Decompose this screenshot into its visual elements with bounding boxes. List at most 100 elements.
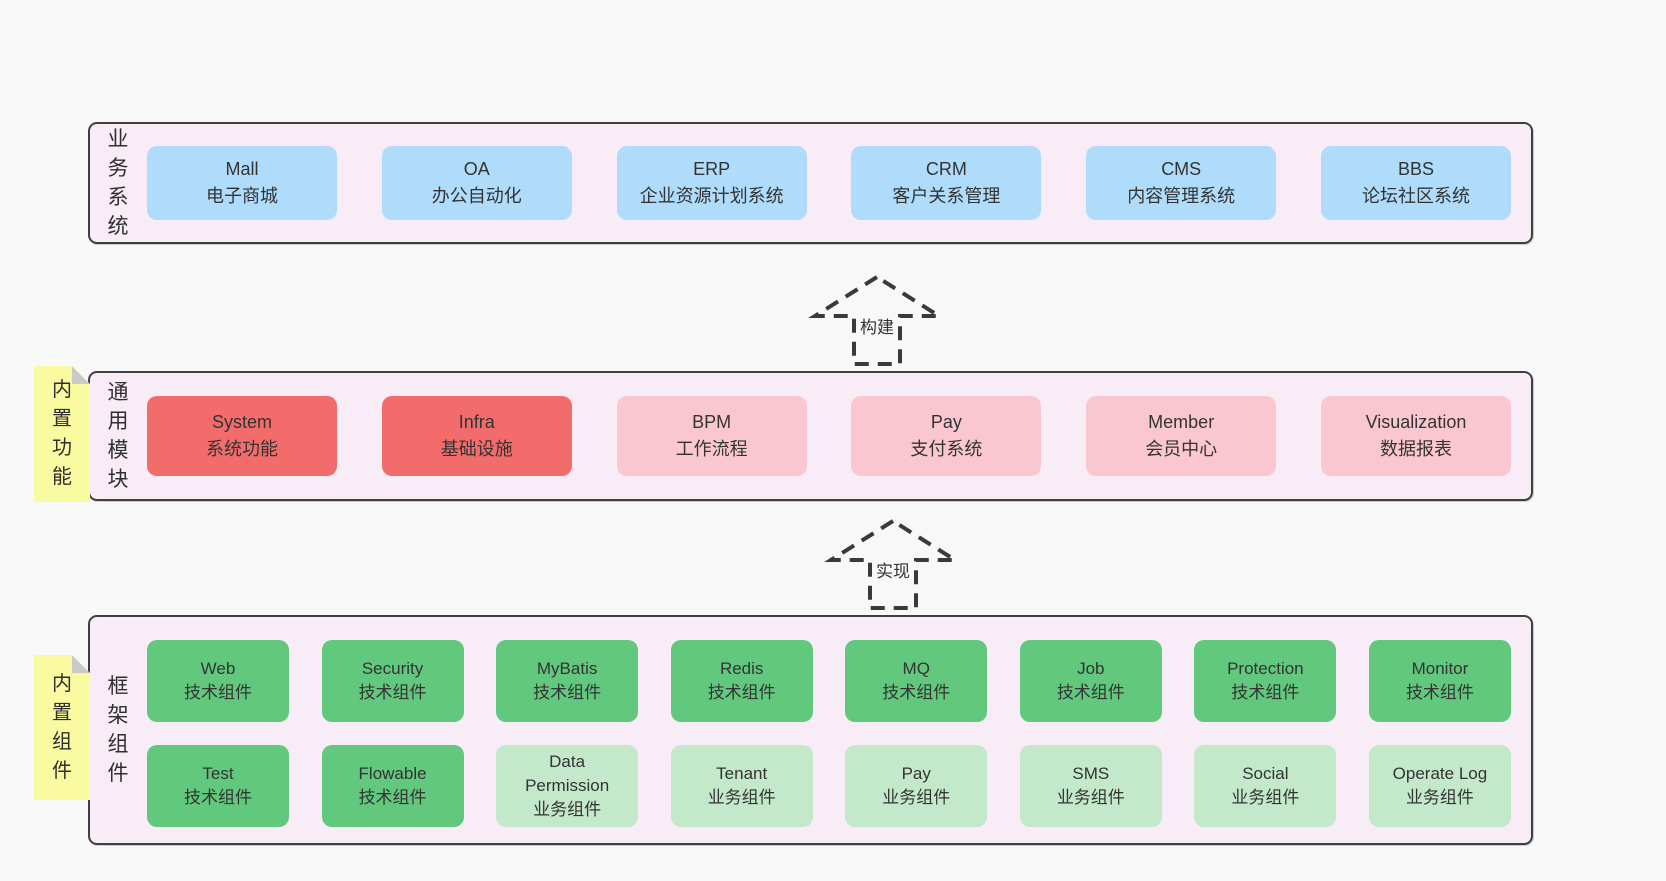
box-title: MyBatis [536,659,598,678]
system-box-mall: Mall 电子商城 [147,146,337,220]
component-box-mq: MQ 技术组件 [845,640,988,722]
module-box-member: Member 会员中心 [1086,396,1277,476]
section-vertical-label: 业务系统 [107,128,129,238]
box-title: Redis [719,659,764,678]
component-box-operate-log: Operate Log 业务组件 [1368,745,1511,827]
component-box-redis: Redis 技术组件 [670,640,813,722]
box-title: SMS [1072,764,1110,783]
module-box-bpm: BPM 工作流程 [616,396,807,476]
box-title: Operate Log [1392,764,1488,783]
box-title: Pay [901,764,931,783]
box-subtitle: 客户关系管理 [892,186,1001,206]
box-subtitle: 业务组件 [1405,788,1474,807]
component-box-pay: Pay 业务组件 [845,745,988,827]
component-box-tenant: Tenant 业务组件 [670,745,813,827]
box-subtitle: 技术组件 [184,788,252,807]
modules-box-row: System 系统功能 Infra 基础设施 BPM 工作流程 Pay 支付系统… [147,373,1511,499]
box-title: Infra [458,412,495,432]
component-box-mybatis: MyBatis 技术组件 [496,640,639,722]
box-title: Pay [930,412,962,432]
box-title: Job [1077,659,1105,678]
up-arrow-icon [824,518,962,610]
components-row-1: Web 技术组件 Security 技术组件 MyBatis 技术组件 Redi… [147,640,1511,722]
module-box-visualization: Visualization 数据报表 [1320,396,1511,476]
box-title: BBS [1397,159,1434,179]
box-subtitle: 内容管理系统 [1127,186,1236,206]
box-subtitle: 技术组件 [707,683,776,702]
component-box-test: Test 技术组件 [147,745,289,827]
box-title: OA [463,159,490,179]
business-box-row: Mall 电子商城 OA 办公自动化 ERP 企业资源计划系统 CRM 客户关系… [147,124,1511,242]
system-box-crm: CRM 客户关系管理 [851,146,1042,220]
box-subtitle: 技术组件 [533,683,602,702]
system-box-cms: CMS 内容管理系统 [1086,146,1277,220]
note-text: 内置组件 [52,672,72,782]
box-subtitle: 电子商城 [206,186,278,206]
sticky-note-built-in-components: 内置组件 [34,655,90,800]
component-box-web: Web 技术组件 [147,640,289,722]
box-subtitle: 技术组件 [882,683,951,702]
module-box-infra: Infra 基础设施 [381,396,572,476]
section-framework-components: 框架组件 Web 技术组件 Security 技术组件 MyBatis 技术组件… [88,615,1533,845]
box-title: Visualization [1365,412,1467,432]
box-title: Protection [1227,659,1304,678]
box-subtitle: 系统功能 [206,439,278,459]
system-box-bbs: BBS 论坛社区系统 [1320,146,1511,220]
box-title: System [211,412,272,432]
box-subtitle: 工作流程 [675,439,748,459]
box-subtitle: 业务组件 [533,800,602,819]
arrow-implement: 实现 [823,517,963,613]
box-title: Web [200,659,236,678]
box-subtitle: 技术组件 [1405,683,1474,702]
section-vertical-label: 框架组件 [107,675,129,785]
arrow-label: 构建 [857,316,897,340]
arrow-build: 构建 [807,273,947,369]
system-box-erp: ERP 企业资源计划系统 [616,146,807,220]
box-subtitle: 办公自动化 [431,186,522,206]
up-arrow-icon [808,274,946,366]
module-box-system: System 系统功能 [147,396,337,476]
component-box-job: Job 技术组件 [1019,640,1162,722]
box-subtitle: 会员中心 [1145,439,1218,459]
sticky-note-built-in-features: 内置功能 [34,366,90,502]
component-box-protection: Protection 技术组件 [1194,640,1337,722]
component-box-social: Social 业务组件 [1194,745,1337,827]
box-subtitle: 业务组件 [1056,788,1125,807]
component-box-monitor: Monitor 技术组件 [1368,640,1511,722]
box-title: CRM [925,159,967,179]
components-row-2: Test 技术组件 Flowable 技术组件 Data Permission … [147,745,1511,827]
section-business-systems: 业务系统 Mall 电子商城 OA 办公自动化 ERP 企业资源计划系统 CRM… [88,122,1533,244]
box-subtitle: 数据报表 [1379,439,1452,459]
box-subtitle: 企业资源计划系统 [639,186,784,206]
box-subtitle: 技术组件 [358,683,427,702]
arrow-label: 实现 [873,560,913,584]
box-title: BPM [692,412,732,432]
system-box-oa: OA 办公自动化 [381,146,572,220]
box-subtitle: 基础设施 [440,439,513,459]
module-box-pay: Pay 支付系统 [851,396,1042,476]
box-title: Mall [225,159,259,179]
component-box-data-permission: Data Permission 业务组件 [496,745,639,827]
component-box-security: Security 技术组件 [321,640,464,722]
box-title: Social [1242,764,1289,783]
box-title: Test [202,764,234,783]
box-title: Member [1148,412,1215,432]
note-text: 内置功能 [52,379,72,488]
section-common-modules: 通用模块 System 系统功能 Infra 基础设施 BPM 工作流程 Pay… [88,371,1533,501]
box-subtitle: 技术组件 [1231,683,1300,702]
section-vertical-label: 通用模块 [107,381,129,491]
box-title: Monitor [1411,659,1469,678]
component-box-sms: SMS 业务组件 [1019,745,1162,827]
box-title: Data Permission [525,752,610,795]
box-subtitle: 支付系统 [910,439,983,459]
box-subtitle: 技术组件 [184,683,252,702]
box-subtitle: 技术组件 [358,788,427,807]
box-subtitle: 业务组件 [882,788,951,807]
component-box-flowable: Flowable 技术组件 [321,745,464,827]
box-title: Security [361,659,424,678]
box-title: Flowable [358,764,427,783]
box-title: MQ [902,659,930,678]
box-title: CMS [1161,159,1202,179]
box-subtitle: 论坛社区系统 [1361,186,1470,206]
box-subtitle: 技术组件 [1056,683,1125,702]
